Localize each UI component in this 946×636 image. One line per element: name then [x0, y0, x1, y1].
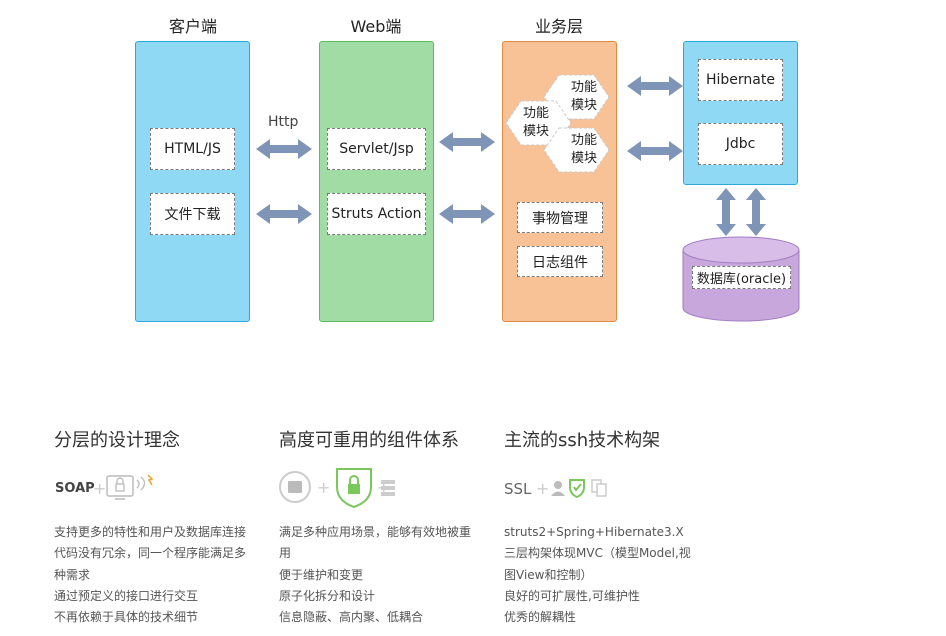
module-hexagon-left: 功能 模块 — [522, 106, 549, 139]
feature-title-layered: 分层的设计理念 — [54, 430, 180, 451]
persistence-item-jdbc: Jdbc — [698, 123, 783, 165]
web-item-struts-action: Struts Action — [327, 193, 426, 235]
client-panel — [135, 41, 250, 322]
svg-text:+: + — [536, 479, 549, 498]
feature-line: 良好的可扩展性,可维护性 — [504, 589, 640, 603]
feature-line: 信息隐蔽、高内聚、低耦合 — [279, 610, 424, 624]
feature-line: 图View和控制） — [504, 568, 593, 582]
web-panel — [319, 41, 434, 322]
arrow-persistence-db-2 — [746, 188, 766, 236]
client-item-file-download: 文件下载 — [150, 193, 235, 235]
module-hexagons — [505, 74, 610, 173]
ssh-icons: + — [536, 479, 607, 499]
feature-line: 种需求 — [54, 568, 91, 582]
arrow-web-business-2 — [439, 204, 495, 224]
feature-line: 不再依赖于具体的技术细节 — [54, 610, 199, 624]
ssl-label: SSL — [504, 480, 532, 498]
arrow-web-business-1 — [439, 132, 495, 152]
feature-line: 三层构架体现MVC（模型Model,视 — [504, 546, 691, 560]
module-hexagon-bottom: 功能 模块 — [570, 133, 597, 166]
monitor-lock-icon — [106, 474, 154, 500]
svg-text:+: + — [317, 478, 330, 497]
shield-lock-icon — [336, 468, 372, 508]
feature-line: 代码没有冗余，同一个程序能满足多 — [54, 546, 247, 560]
shield-check-icon — [569, 479, 585, 499]
feature-line: 通过预定义的接口进行交互 — [54, 589, 199, 603]
feature-title-reusable: 高度可重用的组件体系 — [279, 430, 459, 451]
arrow-client-web-2 — [256, 204, 312, 224]
web-column-title: Web端 — [350, 17, 402, 36]
feature-line: 用 — [279, 546, 292, 560]
business-column-title: 业务层 — [534, 17, 583, 36]
user-check-icon — [551, 481, 565, 496]
persistence-item-hibernate: Hibernate — [698, 59, 783, 101]
http-label: Http — [268, 114, 299, 130]
database-label: 数据库(oracle) — [692, 266, 791, 289]
feature-line: 便于维护和变更 — [279, 568, 364, 582]
component-icons: + + — [279, 468, 395, 508]
client-column-title: 客户端 — [168, 17, 217, 36]
feature-line: struts2+Spring+Hibernate3.X — [504, 525, 684, 539]
feature-line: 支持更多的特性和用户及数据库连接 — [54, 525, 247, 539]
client-item-html-js: HTML/JS — [150, 128, 235, 170]
feature-line: 满足多种应用场景，能够有效地被重 — [279, 525, 472, 539]
drive-circle-icon — [279, 471, 311, 503]
business-item-logging: 日志组件 — [517, 246, 603, 277]
arrow-business-persistence-1 — [627, 76, 683, 96]
module-hexagon-top: 功能 模块 — [570, 80, 597, 113]
arrow-client-web-1 — [256, 139, 312, 159]
web-item-servlet-jsp: Servlet/Jsp — [327, 128, 426, 170]
soap-label: SOAP — [55, 481, 95, 496]
feature-line: 优秀的解耦性 — [504, 610, 577, 624]
feature-line: 原子化拆分和设计 — [279, 589, 376, 603]
connector-arrows — [256, 76, 766, 236]
feature-title-ssh: 主流的ssh技术构架 — [504, 430, 661, 451]
server-icon — [381, 480, 395, 496]
arrow-persistence-db-1 — [716, 188, 736, 236]
business-item-transaction: 事物管理 — [517, 202, 603, 233]
copy-icon — [591, 479, 607, 497]
arrow-business-persistence-2 — [627, 141, 683, 161]
plus-icon: + — [93, 479, 107, 498]
